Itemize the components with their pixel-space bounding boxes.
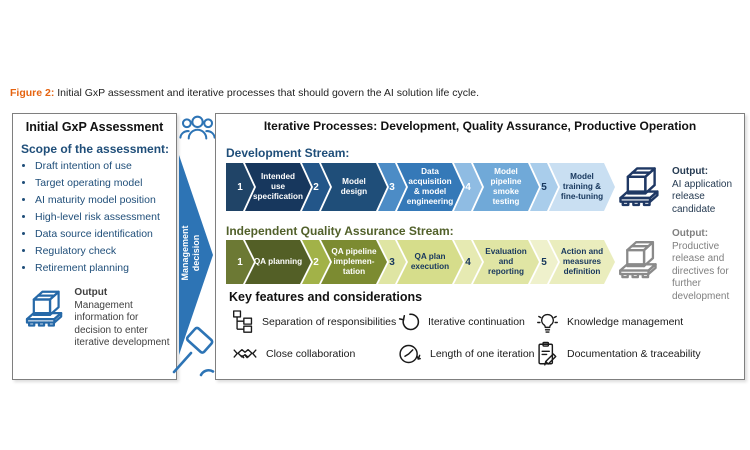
scope-item: Data source identification [35,228,180,240]
scope-item: Retirement planning [35,262,180,274]
figure-number: Figure 2: [10,87,55,99]
feature-label: Close collaboration [266,348,356,360]
clock-icon [399,344,421,364]
output-body: Productive release and directives for fu… [672,240,730,302]
feature-label: Separation of responsibilities [262,316,397,328]
dev-step-label: Model pipeline smoke testing [473,163,539,211]
right-panel-title: Iterative Processes: Development, Qualit… [263,119,697,133]
dev-step-label: Data acquisition & model engineering [397,163,463,211]
dev-step-label: Intended use specification [245,163,311,211]
feature-item: Knowledge management [536,308,683,336]
figure-caption: Figure 2: Initial GxP assessment and ite… [10,87,479,99]
qa-step-label: QA plan execution [397,240,463,284]
feature-label: Iterative continuation [428,316,525,328]
assessment-output-text: Output Management information for decisi… [74,287,171,350]
pallet-icon [619,241,657,279]
clipboard-pencil-icon [538,341,557,366]
iterative-processes-panel: Iterative Processes: Development, Qualit… [215,113,745,380]
qa-output: Output: Productive release and directive… [672,228,742,303]
initial-gxp-assessment-panel: Initial GxP Assessment Scope of the asse… [12,113,177,380]
left-panel-title: Initial GxP Assessment [25,120,164,134]
figure-caption-text: Initial GxP assessment and iterative pro… [54,87,480,99]
scope-list: Draft intention of use Target operating … [21,160,180,279]
qa-step-label: Evaluation and reporting [473,240,539,284]
handshake-icon [233,348,257,359]
assessment-output: Output Management information for decisi… [21,287,171,350]
dev-step-label: Model design [321,163,387,211]
lightbulb-icon [537,313,558,333]
output-heading: Output: [672,228,709,239]
feature-label: Documentation & traceability [567,348,701,360]
features-heading: Key features and considerations [229,290,423,304]
feature-item: Separation of responsibilities [232,308,396,336]
people-group-icon [179,115,216,140]
feature-item: Length of one iteration [398,340,535,368]
feature-label: Knowledge management [567,316,684,328]
feature-item: Documentation & traceability [536,340,701,368]
scope-item: AI maturity model position [35,194,180,206]
scope-item: Regulatory check [35,245,180,257]
development-stream-heading: Development Stream: [226,146,350,160]
development-output: Output: AI application release candidate [672,166,742,216]
qa-step-label: Action and measures definition [549,240,615,284]
output-heading: Output [74,287,108,298]
scope-item: High-level risk assessment [35,211,180,223]
pallet-icon [619,167,659,207]
development-stream-steps: 1 Intended use specification 2 Model des… [226,163,615,211]
feature-item: Iterative continuation [398,308,525,336]
org-chart-icon [233,310,253,333]
management-decision-label: Management decision [179,225,201,281]
output-body: AI application release candidate [672,178,733,215]
qa-stream-steps: 1 QA planning 2 QA pipeline implemen-tat… [226,240,615,284]
output-body: Management information for decision to e… [74,299,170,349]
feature-item: Close collaboration [232,340,355,368]
pallet-icon [25,290,63,327]
qa-step-label: QA pipeline implemen-tation [321,240,387,284]
dev-step-label: Model training & fine-tuning [549,163,615,211]
feature-label: Length of one iteration [430,348,535,360]
qa-step-label: QA planning [245,240,311,284]
output-heading: Output: [672,166,709,177]
circular-arrow-icon [398,313,420,331]
qa-stream-heading: Independent Quality Assurance Stream: [226,224,454,238]
scope-heading: Scope of the assessment: [21,142,170,156]
scope-item: Target operating model [35,177,180,189]
scope-item: Draft intention of use [35,160,180,172]
gavel-icon [172,326,215,377]
